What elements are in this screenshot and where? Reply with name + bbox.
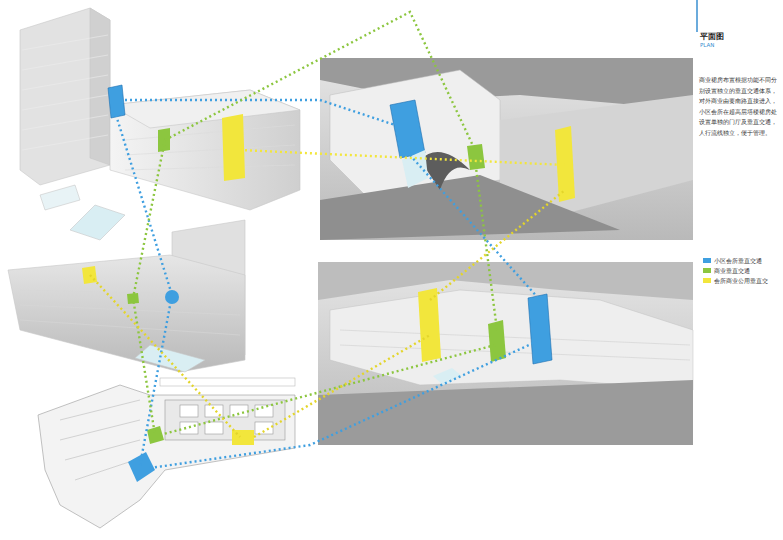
legend-swatch <box>703 268 711 273</box>
accent-bar <box>696 0 698 32</box>
description-note: 商业裙房布置根据功能不同分别设置独立的垂直交通体系，对外商业由要南路直接进入，小… <box>699 75 781 138</box>
dotted-link <box>90 12 565 468</box>
massing-model <box>20 8 300 240</box>
legend-text: 小区会所垂直交通 <box>714 256 762 265</box>
legend-swatch <box>703 258 711 263</box>
page-title: 平面图 <box>700 31 724 42</box>
legend-text: 会所商业公用垂直交 <box>714 276 768 285</box>
legend-text: 商业垂直交通 <box>714 266 750 275</box>
render-photo <box>318 262 693 445</box>
render-photo <box>320 58 693 240</box>
massing-model <box>8 220 245 372</box>
floor-plan <box>38 378 295 528</box>
legend-swatch <box>703 278 711 283</box>
subtitle: PLAN <box>700 42 714 48</box>
